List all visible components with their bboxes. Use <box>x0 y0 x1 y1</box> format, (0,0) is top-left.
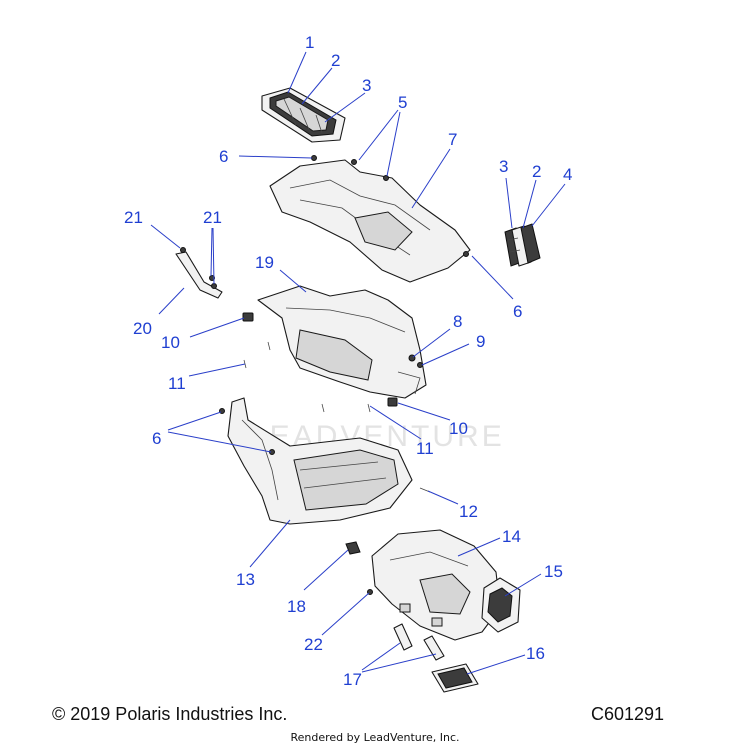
label-part <box>431 663 479 693</box>
callout-15: 15 <box>544 562 563 581</box>
callout-8: 8 <box>453 312 462 331</box>
fasteners <box>311 155 469 661</box>
leader-lines <box>150 51 566 675</box>
callout-5: 5 <box>398 93 407 112</box>
callout-6: 6 <box>513 302 522 321</box>
callout-6: 6 <box>219 147 228 166</box>
callout-21: 21 <box>203 208 222 227</box>
callout-6: 6 <box>152 429 161 448</box>
upper-intake-duct <box>269 159 471 283</box>
callout-4: 4 <box>563 165 572 184</box>
side-filter-screens <box>504 223 541 267</box>
callout-17: 17 <box>343 670 362 689</box>
callout-13: 13 <box>236 570 255 589</box>
lower-duct-assembly <box>371 529 521 641</box>
callout-22: 22 <box>304 635 323 654</box>
callout-1: 1 <box>305 33 314 52</box>
callout-9: 9 <box>476 332 485 351</box>
callout-18: 18 <box>287 597 306 616</box>
callout-14: 14 <box>502 527 521 546</box>
callout-3: 3 <box>362 76 371 95</box>
callout-16: 16 <box>526 644 545 663</box>
callout-11: 11 <box>416 439 434 458</box>
callout-10: 10 <box>161 333 180 352</box>
copyright-text: © 2019 Polaris Industries Inc. <box>52 704 288 724</box>
callout-7: 7 <box>448 130 457 149</box>
callout-12: 12 <box>459 502 478 521</box>
callout-3: 3 <box>499 157 508 176</box>
callout-10: 10 <box>449 419 468 438</box>
bracket <box>175 247 223 299</box>
callout-2: 2 <box>532 162 541 181</box>
callout-2: 2 <box>331 51 340 70</box>
intake-housing <box>219 397 431 525</box>
callout-11: 11 <box>168 374 186 393</box>
drawing-number: C601291 <box>591 704 665 724</box>
callout-20: 20 <box>133 319 152 338</box>
callout-19: 19 <box>255 253 274 272</box>
callout-21: 21 <box>124 208 143 227</box>
filter-screen-assembly <box>261 87 346 143</box>
rendered-by-text: Rendered by LeadVenture, Inc. <box>290 731 460 744</box>
intake-box <box>242 285 427 413</box>
